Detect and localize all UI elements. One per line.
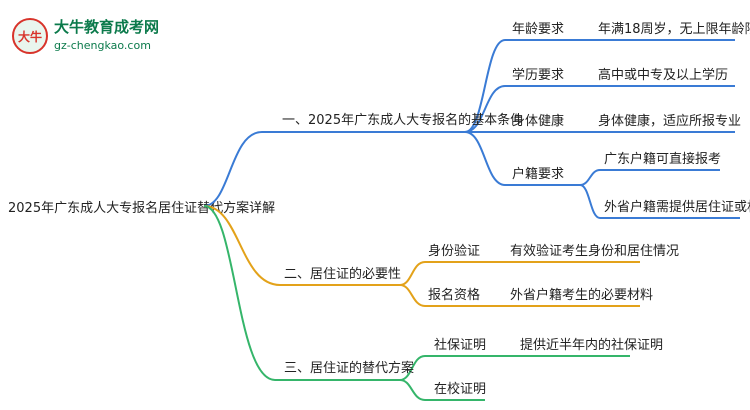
branch-2-child-2-label: 报名资格	[428, 287, 480, 303]
branch-1-child-2-detail-1: 高中或中专及以上学历	[598, 67, 728, 83]
branch-2-child-1-detail-1: 有效验证考生身份和居住情况	[510, 243, 679, 259]
branch-2-child-1-label: 身份验证	[428, 243, 480, 259]
logo-badge-icon	[12, 18, 48, 54]
branch-1-child-2-label: 学历要求	[512, 67, 564, 83]
branch-1-child-4-label: 户籍要求	[512, 166, 564, 182]
logo-title: 大牛教育成考网	[54, 18, 159, 36]
branch-1-child-3-detail-1: 身体健康，适应所报专业	[598, 113, 741, 129]
branch-3-connectors	[203, 205, 630, 401]
branch-3-child-1-label: 社保证明	[434, 337, 486, 353]
branch-1-label: 一、2025年广东成人大专报名的基本条件	[282, 112, 523, 128]
root-topic: 2025年广东成人大专报名居住证替代方案详解	[8, 200, 275, 216]
logo: 大牛 大牛教育成考网 gz-chengkao.com	[12, 18, 159, 54]
branch-1-connectors	[203, 39, 740, 219]
branch-1-child-1-label: 年龄要求	[512, 22, 564, 37]
logo-url: gz-chengkao.com	[54, 39, 151, 52]
branch-2-child-2-detail-1: 外省户籍考生的必要材料	[510, 287, 653, 303]
branch-3-child-2-label: 在校证明	[434, 381, 486, 397]
branch-2-connectors	[203, 205, 640, 307]
branch-3-child-1-detail-1: 提供近半年内的社保证明	[520, 337, 663, 353]
branch-1-child-1-detail-1: 年满18周岁，无上限年龄限制	[598, 22, 750, 37]
logo-badge-text: 大牛	[18, 29, 42, 44]
branch-1-child-3-label: 身体健康	[512, 113, 564, 129]
branch-3-label: 三、居住证的替代方案	[284, 360, 414, 376]
branch-1-child-4-detail-1: 广东户籍可直接报考	[604, 151, 721, 167]
branch-1-child-4-detail-2: 外省户籍需提供居住证或相关证明	[604, 199, 750, 215]
branch-2-label: 二、居住证的必要性	[284, 266, 401, 282]
